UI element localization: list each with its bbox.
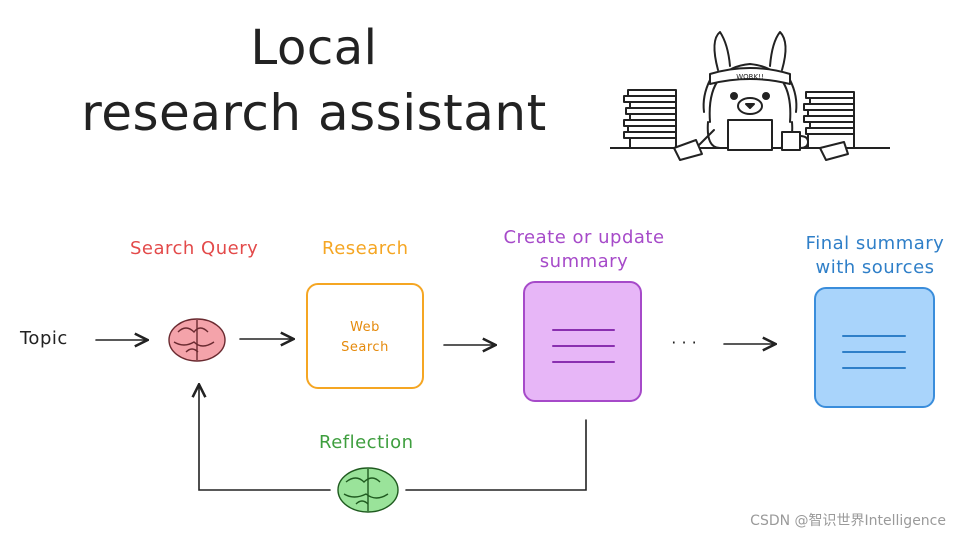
llama-ear-right <box>769 31 787 71</box>
llama-headband <box>709 67 791 85</box>
final-summary-box <box>814 287 935 408</box>
final-summary-label: Final summary with sources <box>800 232 950 280</box>
title-line-1: Local <box>250 20 378 76</box>
final-line-1: Final summary <box>805 233 945 254</box>
create-update-line-1: Create or update <box>503 227 665 248</box>
mug <box>781 131 801 151</box>
summary-box <box>523 281 642 402</box>
ellipsis: · · · <box>671 333 696 352</box>
final-line-2: with sources <box>815 257 935 278</box>
loop-line-right <box>405 419 587 491</box>
topic-label: Topic <box>20 328 68 349</box>
llama-illustration: WORK!! <box>610 31 890 161</box>
paper-stack-left <box>623 89 677 149</box>
create-update-summary-label: Create or update summary <box>486 226 682 274</box>
search-query-label: Search Query <box>130 238 259 259</box>
research-box <box>306 283 424 389</box>
llama-ear-left <box>713 31 731 71</box>
headband-text: WORK!! <box>736 73 764 81</box>
summary-lines-icon <box>552 329 615 363</box>
llama-paper <box>727 119 773 151</box>
web-search-line-2: Search <box>341 340 389 355</box>
paper-stack-right <box>803 91 855 149</box>
research-label: Research <box>322 238 409 259</box>
brain-icon-reflection <box>337 467 399 513</box>
pen <box>697 129 715 147</box>
web-search-text: Web Search <box>306 318 424 358</box>
final-lines-icon <box>842 335 906 369</box>
loop-line-left <box>199 386 331 491</box>
brain-icon-search <box>168 318 226 362</box>
watermark: CSDN @智识世界Intelligence <box>750 513 946 529</box>
title-line-2: research assistant <box>81 84 547 142</box>
create-update-line-2: summary <box>539 251 629 272</box>
web-search-line-1: Web <box>350 320 380 335</box>
reflection-label: Reflection <box>319 432 414 453</box>
